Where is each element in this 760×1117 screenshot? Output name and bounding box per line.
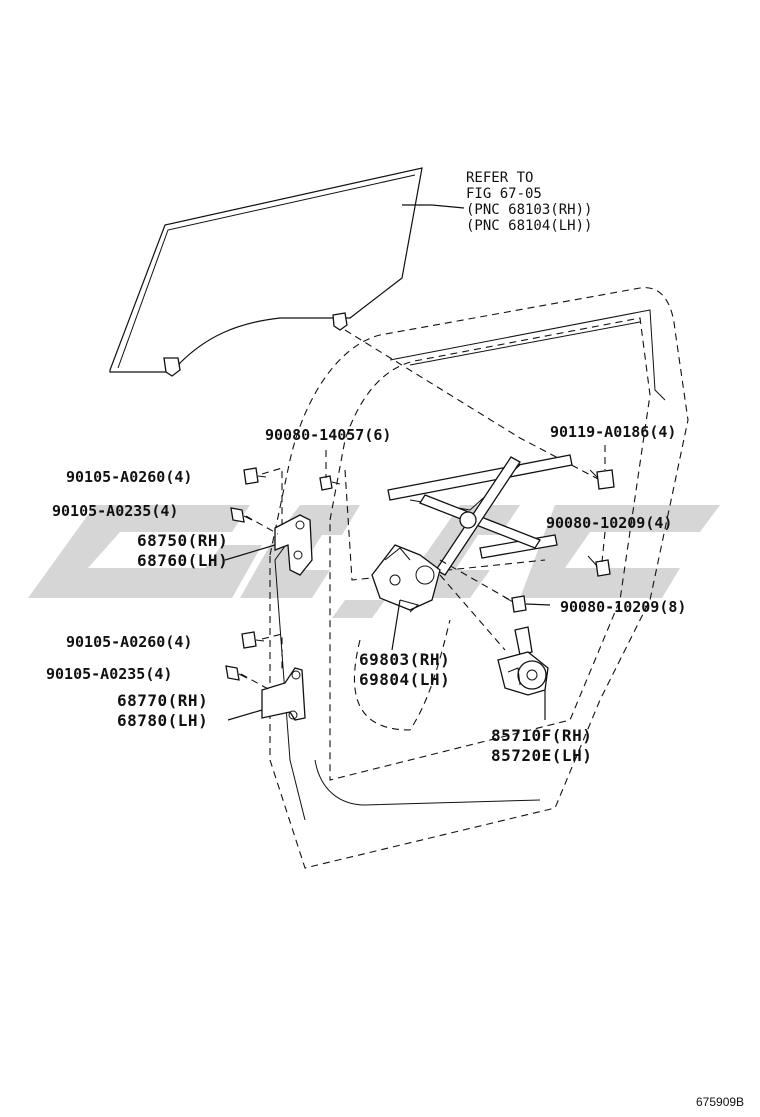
bolt-90080-14057 xyxy=(319,475,341,491)
diagram-code: 675909B xyxy=(696,1095,744,1109)
label-90105-a0260-upper: 90105-A0260(4) xyxy=(66,468,192,486)
label-85710f-rh: 85710F(RH) xyxy=(491,726,592,745)
window-regulator xyxy=(371,454,573,613)
bolt-90105-a0260-upper xyxy=(243,467,267,485)
label-90080-10209-4: 90080-10209(4) xyxy=(546,514,672,532)
window-motor xyxy=(497,626,549,696)
refer-line-3: (PNC 68103(RH)) xyxy=(466,202,592,218)
label-90105-a0260-lower: 90105-A0260(4) xyxy=(66,633,192,651)
refer-line-4: (PNC 68104(LH)) xyxy=(466,218,592,234)
door-panel xyxy=(269,287,689,869)
bolt-90105-a0260-lower xyxy=(241,631,265,649)
bolt-90080-10209-4 xyxy=(587,555,611,577)
label-68770-rh: 68770(RH) xyxy=(117,691,208,710)
glass-clip-front xyxy=(163,357,181,377)
label-69804-lh: 69804(LH) xyxy=(359,670,450,689)
refer-line-2: FIG 67-05 xyxy=(466,186,542,202)
label-68750-rh: 68750(RH) xyxy=(137,531,228,550)
label-90105-a0235-lower: 90105-A0235(4) xyxy=(46,665,172,683)
label-85720e-lh: 85720E(LH) xyxy=(491,746,592,765)
refer-line-1: REFER TO xyxy=(466,170,533,186)
glass-clip-rear xyxy=(332,312,348,331)
label-68760-lh: 68760(LH) xyxy=(137,551,228,570)
label-90080-14057: 90080-14057(6) xyxy=(265,426,391,444)
label-90080-10209-8: 90080-10209(8) xyxy=(560,598,686,616)
label-90119-a0186: 90119-A0186(4) xyxy=(550,423,676,441)
hinge-lower xyxy=(261,667,306,721)
bolt-90119-a0186 xyxy=(589,469,615,490)
label-68780-lh: 68780(LH) xyxy=(117,711,208,730)
bolt-90105-a0235-upper xyxy=(230,507,253,523)
door-glass xyxy=(109,167,423,377)
label-90105-a0235-upper: 90105-A0235(4) xyxy=(52,502,178,520)
label-69803-rh: 69803(RH) xyxy=(359,650,450,669)
hinge-upper xyxy=(274,514,313,576)
bolt-90105-a0235-lower xyxy=(225,665,248,681)
